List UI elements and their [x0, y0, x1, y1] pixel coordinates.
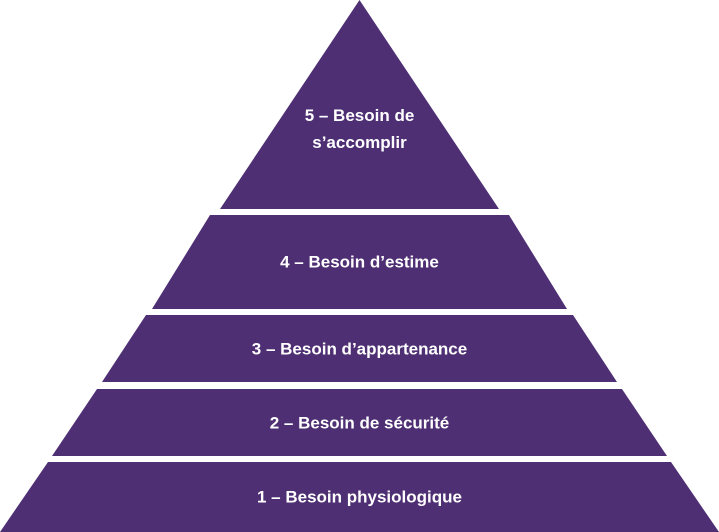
pyramid-level-2-shape — [52, 389, 667, 456]
pyramid-level-4-shape — [152, 215, 567, 309]
pyramid-level-5-label: 5 – Besoin de s’accomplir — [0, 102, 719, 156]
pyramid-level-5-label-line-1: 5 – Besoin de — [304, 106, 415, 125]
pyramid-level-5-label-line-2: s’accomplir — [312, 133, 407, 152]
pyramid-level-3-label-line-1: 3 – Besoin d’appartenance — [251, 339, 468, 358]
pyramid-level-1: 1 – Besoin physiologique — [0, 462, 719, 532]
pyramid-level-3-fill — [102, 315, 617, 382]
pyramid-level-5-shape — [220, 0, 499, 209]
pyramid-level-2-label: 2 – Besoin de sécurité — [0, 409, 719, 436]
pyramid-level-5: 5 – Besoin de s’accomplir — [0, 0, 719, 209]
pyramid-level-1-label: 1 – Besoin physiologique — [0, 484, 719, 511]
pyramid-level-3: 3 – Besoin d’appartenance — [0, 315, 719, 382]
pyramid-level-2: 2 – Besoin de sécurité — [0, 389, 719, 456]
pyramid-level-2-label-line-1: 2 – Besoin de sécurité — [269, 413, 450, 432]
pyramid-level-1-fill — [0, 462, 719, 532]
pyramid-level-4: 4 – Besoin d’estime — [0, 215, 719, 309]
pyramid-level-2-fill — [52, 389, 667, 456]
pyramid-level-4-label-line-1: 4 – Besoin d’estime — [280, 252, 439, 272]
pyramid-level-1-label-line-1: 1 – Besoin physiologique — [257, 487, 462, 507]
pyramid-level-5-fill — [220, 0, 499, 209]
pyramid-level-3-shape — [102, 315, 617, 382]
pyramid-level-3-label: 3 – Besoin d’appartenance — [0, 335, 719, 362]
pyramid-level-4-label: 4 – Besoin d’estime — [0, 249, 719, 276]
pyramid-level-1-shape — [0, 462, 719, 532]
pyramid-level-4-fill — [152, 215, 567, 309]
